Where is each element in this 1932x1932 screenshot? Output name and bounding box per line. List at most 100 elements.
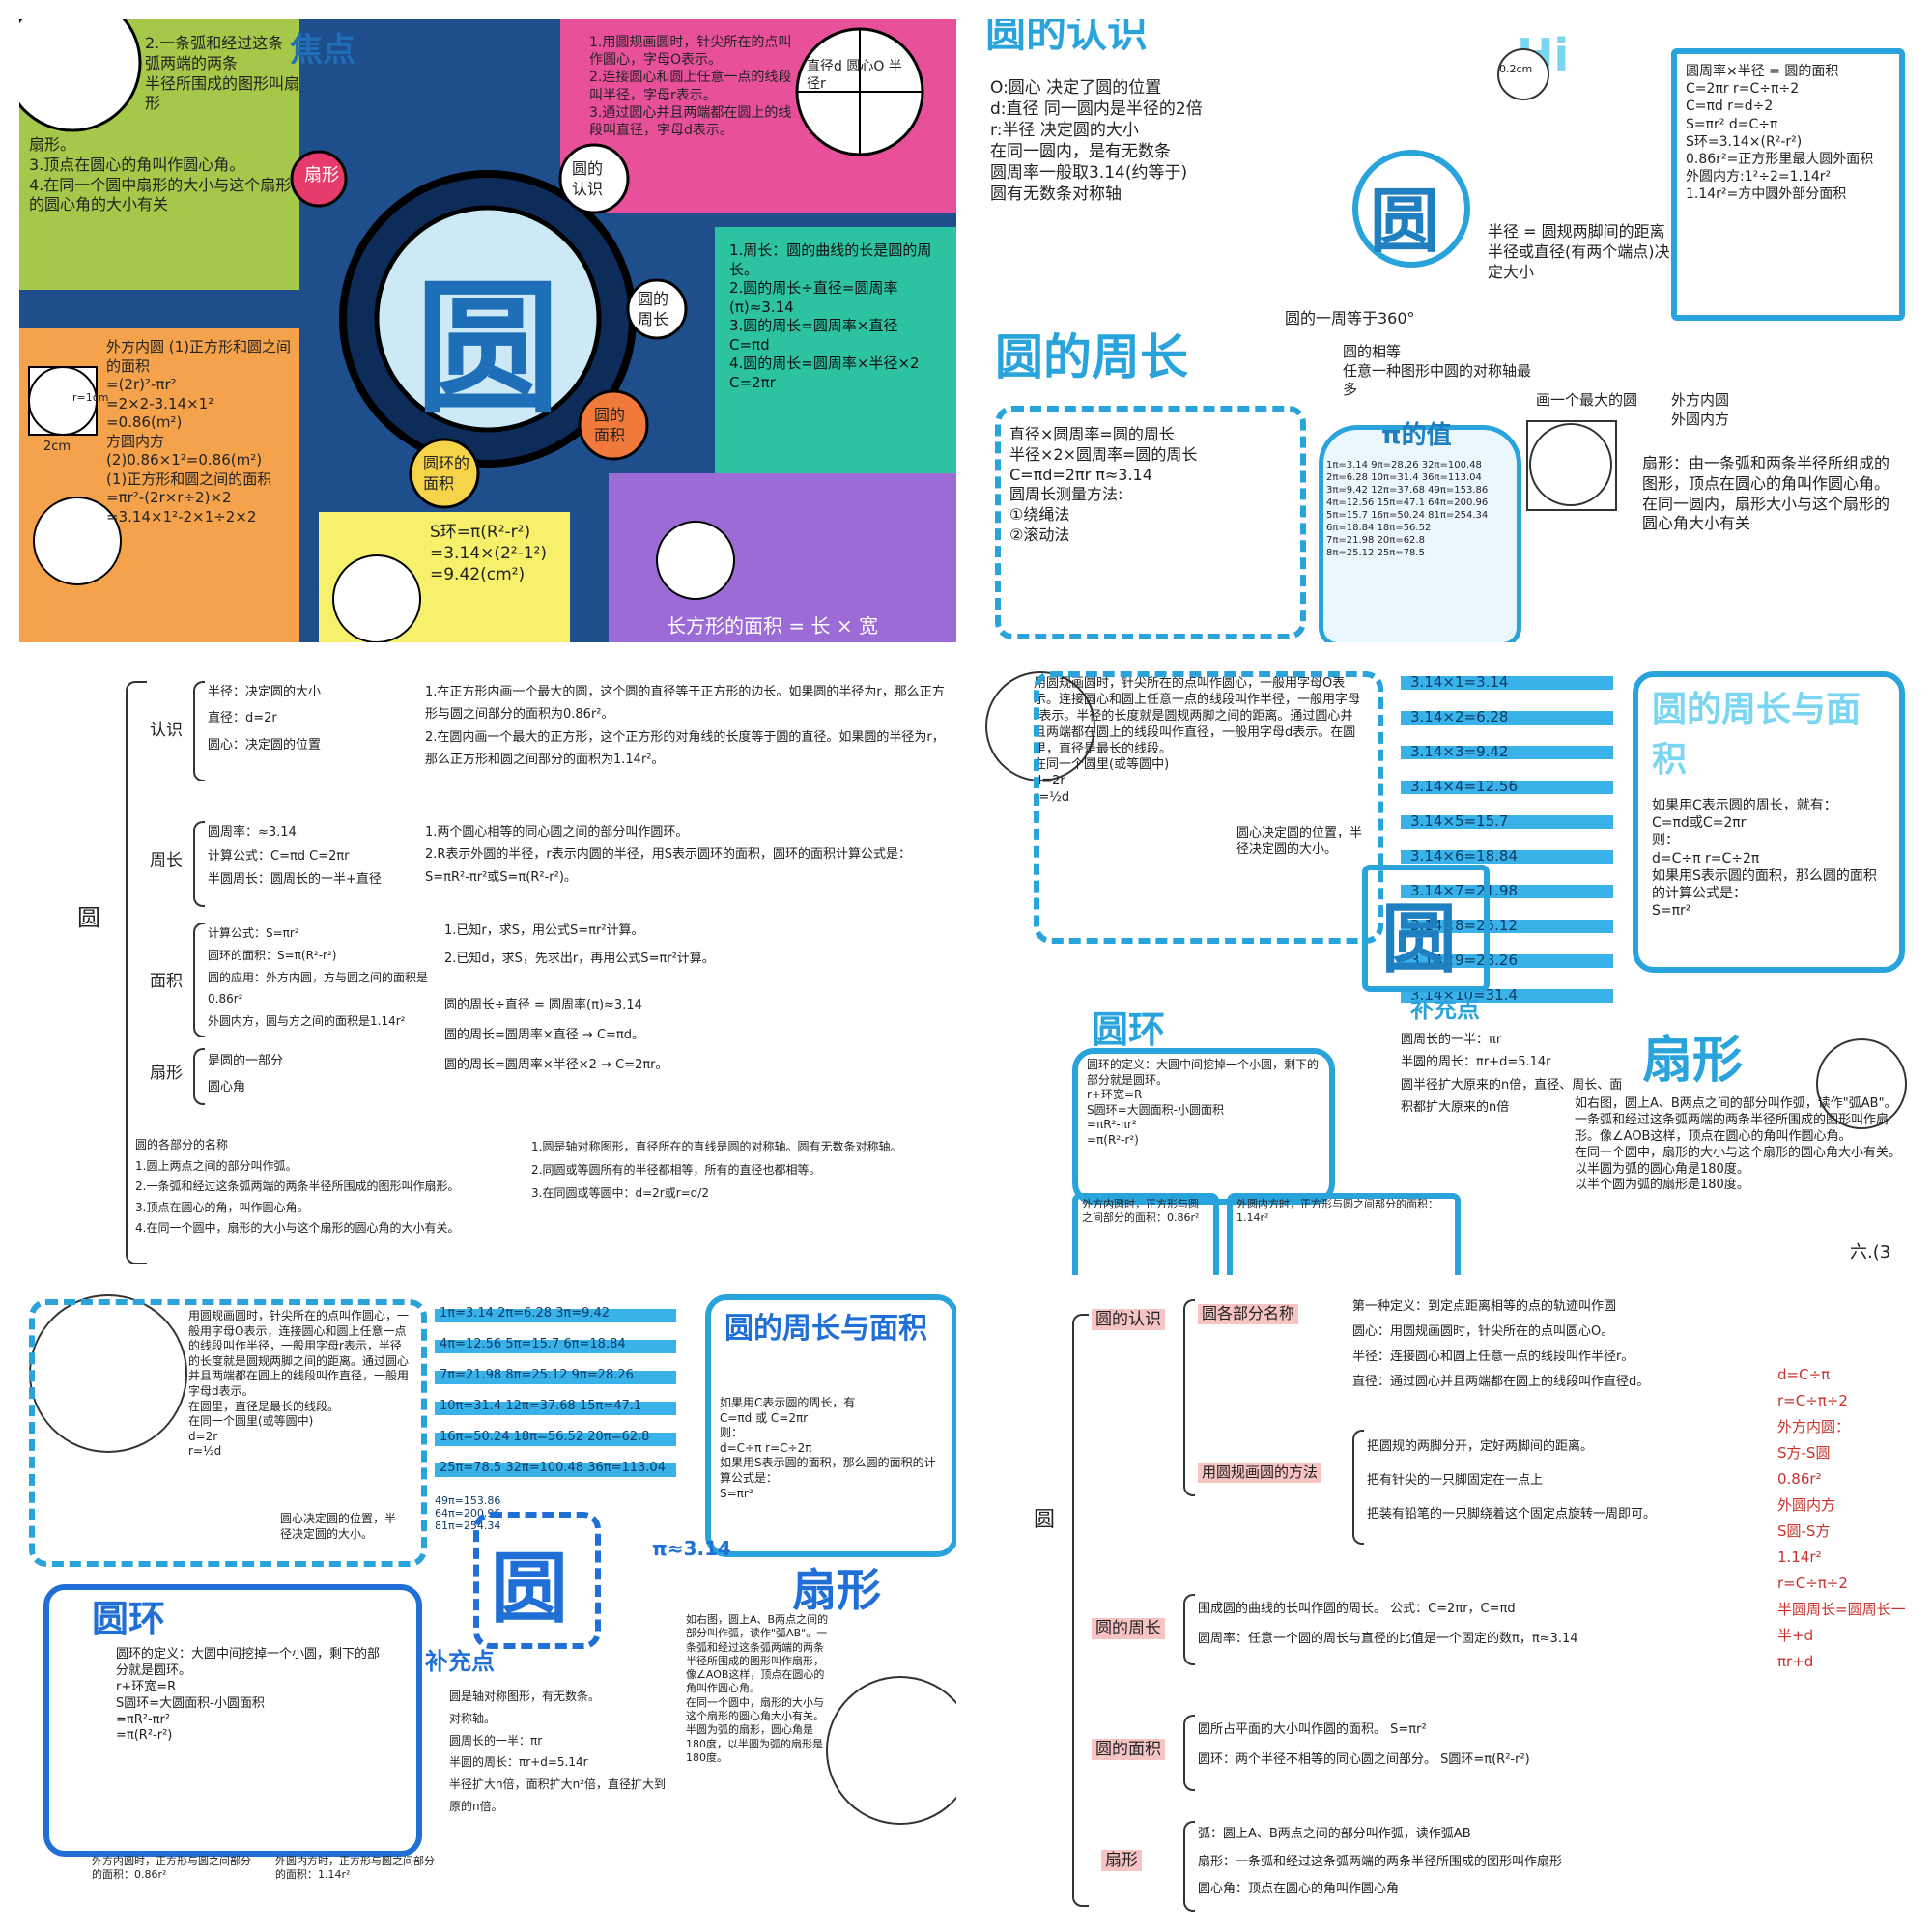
panel5-pi-list: 1π=3.14 2π=6.28 3π=9.42 4π=12.56 5π=15.7… (435, 1306, 696, 1532)
panel6-sec-brace (1183, 1821, 1195, 1912)
pi-bar: 3.14×1=3.14 (1401, 673, 1613, 691)
panel5-sector-circle (826, 1676, 956, 1825)
panel4-def-box (1034, 671, 1383, 944)
panel2-text-outer: 外方内圆 外圆内方 (1671, 391, 1730, 428)
panel3-branch-recognize: 认识 (150, 721, 183, 740)
pi-row: 3.14×4=12.56 (1410, 778, 1519, 795)
panel3-area-items: 计算公式：S=πr² 圆环的面积：S=π(R²-r²) 圆的应用：外方内圆，方与… (208, 926, 429, 1029)
panel6-main-brace (1072, 1314, 1089, 1907)
panel3-text-ring: 1.两个圆心相等的同心圆之间的部分叫作圆环。 2.R表示外圆的半径，r表示内圆的… (425, 825, 912, 885)
panel2-text-halfdiam: 半径 = 圆规两脚间的距离 半径或直径(有两个端点)决定大小 (1488, 222, 1670, 281)
pi-row: 3.14×8=25.12 (1410, 917, 1519, 934)
panel6-area-text: 圆所占平面的大小叫作圆的面积。 S=πr² 圆环：两个半径不相等的同心圆之间部分… (1198, 1722, 1530, 1768)
panel5-text-ring: 圆环的定义：大圆中间挖掉一个小圆，剩下的部分就是圆环。 r+环宽=R S圆环=大… (116, 1647, 381, 1744)
pi-row: 3.14×7=21.98 (1410, 882, 1519, 899)
panel1-topic-perimeter: 圆的周长 (638, 290, 669, 328)
pi-row: 16π=50.24 18π=56.52 20π=62.8 (440, 1430, 650, 1444)
panel1-circle-labels: 直径d 圆心O 半径r (807, 59, 902, 93)
pi-row: 25π=78.5 32π=100.48 36π=113.04 (440, 1461, 666, 1475)
panel4-center-char: 圆 (1381, 896, 1458, 983)
pi-row: 3.14×1=3.14 (1410, 673, 1509, 691)
panel4-circle-diagram (985, 671, 1095, 781)
pi-bar: 3.14×4=12.56 (1401, 778, 1613, 795)
pi-row: 10π=31.4 12π=37.68 15π=47.1 (440, 1399, 642, 1413)
panel6-b-recognize: 圆的认识 (1092, 1309, 1165, 1331)
pi-row: 3.14×6=18.84 (1410, 847, 1519, 865)
panel1-topic-area: 圆的面积 (594, 406, 626, 444)
panel5-pa-box (705, 1294, 956, 1557)
panel5-title-extra: 补充点 (425, 1648, 495, 1675)
panel1-text-ring: S环=π(R²-r²) =3.14×(2²-1²) =9.42(cm²) (430, 523, 548, 585)
panel3-rec-brace (193, 681, 205, 781)
pi-row: 3.14×2=6.28 (1410, 708, 1509, 725)
panel3-area-brace (193, 923, 205, 1037)
panel4-text-pa: 如果用C表示圆的周长，就有： C=πd或C=2πr 则： d=C÷π r=C÷2… (1652, 798, 1877, 920)
panel5-text-def2: 圆心决定圆的位置，半径决定圆的大小。 (280, 1512, 397, 1541)
panel3-text-bottom-left: 圆的各部分的名称 1.圆上两点之间的部分叫作弧。 2.一条弧和经过这条弧两端的两… (135, 1138, 460, 1236)
panel3-text-formula: 圆的周长÷直径 = 圆周率(π)≈3.14 圆的周长=圆周率×直径 → C=πd… (444, 998, 668, 1073)
panel3-main-brace (126, 681, 147, 1264)
panel2-text-def: O:圆心 决定了圆的位置 d:直径 同一圆内是半径的2倍 r:半径 决定圆的大小… (990, 78, 1203, 205)
panel6-area-brace (1183, 1715, 1195, 1791)
pi-row: 3.14×3=9.42 (1410, 743, 1509, 760)
panel1-sector-label: 扇形 (304, 165, 339, 185)
panel5-text-inner: 外圆内方时，正方形与圆之间部分的面积：1.14r² (275, 1855, 435, 1882)
panel2-center-char: 圆 (1370, 181, 1440, 262)
panel2-text-square: 画一个最大的圆 (1536, 391, 1638, 409)
panel1-label-r1: r=1cm (72, 391, 109, 404)
panel6-b-names: 圆各部分名称 (1198, 1304, 1299, 1324)
panel3-text-right-top: 1.在正方形内画一个最大的圆，这个圆的直径等于正方形的边长。如果圆的半径为r，那… (425, 685, 945, 768)
panel2-text-360: 圆的一周等于360° (1285, 309, 1415, 327)
pi-bar: 3.14×5=15.7 (1401, 812, 1613, 830)
panel4-outer-box (1072, 1193, 1219, 1275)
panel2-small-circle (1497, 48, 1549, 100)
panel2-text-sector: 扇形：由一条弧和两条半径所组成的图形，顶点在圆心的角叫作圆心角。 在同一圆内，扇… (1642, 454, 1890, 533)
pi-row: 3.14×9=28.26 (1410, 952, 1519, 969)
panel1-text-tl2: 扇形。 3.顶点在圆心的角叫作圆心角。 4.在同一个圆中扇形的大小与这个扇形的圆… (29, 135, 292, 214)
panel4-sector-circle (1816, 1038, 1907, 1129)
pi-row: 7π=21.98 8π=25.12 9π=28.26 (440, 1368, 634, 1382)
pi-row: 49π=153.86 (435, 1494, 501, 1507)
panel5-def-box (29, 1299, 427, 1567)
panel2-square-circle (1526, 420, 1617, 511)
pi-bar: 4π=12.56 5π=15.7 6π=18.84 (435, 1337, 676, 1353)
panel2-text-pi-title: π的值 (1381, 421, 1452, 450)
panel-blue-mindmap-1: 圆的认识 圆的周长 Hi 圆 O:圆心 决定了圆的位置 d:直径 同一圆内是半径… (976, 19, 1913, 642)
panel5-ring-box (43, 1584, 422, 1857)
panel3-per-items: 圆周率：≈3.14 计算公式：C=πd C=2πr 半圆周长：圆周长的一半+直径 (208, 825, 382, 888)
panel3-sec-brace (193, 1048, 205, 1105)
panel2-center-box (1352, 150, 1470, 268)
panel4-inner-box (1227, 1193, 1461, 1275)
panel3-rec-items: 半径：决定圆的大小 直径：d=2r 圆心：决定圆的位置 (208, 685, 322, 753)
panel5-center-box (473, 1512, 601, 1649)
panel2-text-perim: 直径×圆周率=圆的周长 半径×2×圆周率=圆的周长 C=πd=2πr π≈3.1… (1009, 425, 1198, 544)
pi-bar: 3.14×8=25.12 (1401, 917, 1613, 934)
panel1-text-tr: 1.用圆规画圆时，针尖所在的点叫作圆心，字母O表示。 2.连接圆心和圆上任意一点… (589, 35, 792, 138)
panel3-root: 圆 (77, 904, 100, 931)
pi-bar: 3.14×2=6.28 (1401, 708, 1613, 725)
panel6-b-draw: 用圆规画圆的方法 (1198, 1463, 1322, 1483)
panel2-text-symm: 圆的相等 任意一种图形中圆的对称轴最多 (1343, 343, 1532, 398)
panel5-title-ring: 圆环 (92, 1598, 166, 1640)
panel6-rec-brace (1183, 1299, 1195, 1496)
panel4-pi-list: 3.14×1=3.14 3.14×2=6.28 3.14×3=9.42 3.14… (1401, 673, 1613, 1024)
panel3-branch-sector: 扇形 (150, 1064, 183, 1083)
panel2-text-pi: 1π=3.14 9π=28.26 32π=100.48 2π=6.28 10π=… (1326, 460, 1489, 558)
panel1-center-char: 圆 (415, 266, 561, 434)
panel4-ring-box (1072, 1048, 1335, 1205)
panel1-text-tl: 2.一条弧和经过这条 弧两端的两条 半径所围成的图形叫扇形 (145, 34, 300, 113)
panel3-sec-items: 是圆的一部分 圆心角 (208, 1054, 284, 1095)
pi-bar: 1π=3.14 2π=6.28 3π=9.42 (435, 1306, 676, 1322)
pi-bar: 3.14×9=28.26 (1401, 952, 1613, 969)
panel4-text-liu: 六.(3 (1850, 1242, 1891, 1263)
panel-plain-mindmap: 圆 认识 半径：决定圆的大小 直径：d=2r 圆心：决定圆的位置 周长 圆周率：… (19, 662, 956, 1275)
panel-blue-mindmap-2: 用圆规画圆时，针尖所在的点叫作圆心，一般用字母O表示。连接圆心和圆上任意一点的线… (976, 662, 1913, 1275)
panel1-text-left: 外方内圆 (1)正方形和圆之间的面积 =(2r)²-πr² =2×2-3.14×… (106, 338, 292, 526)
panel2-pi-jar (1319, 425, 1521, 642)
panel5-text-extra: 圆是轴对称图形，有无数条。 对称轴。 圆周长的一半：πr 半圆的周长：πr+d=… (449, 1690, 667, 1813)
panel6-red-notes: d=C÷π r=C÷π÷2 外方内圆： S方-S圆 0.86r² 外圆内方 S圆… (1777, 1366, 1906, 1670)
panel4-text-ring: 圆环的定义：大圆中间挖掉一个小圆，剩下的部分就是圆环。 r+环宽=R S圆环=大… (1087, 1058, 1320, 1147)
panel3-per-brace (193, 821, 205, 907)
panel2-title-perimeter: 圆的周长 (995, 329, 1188, 385)
panel6-draw-text: 把圆规的两脚分开，定好两脚间的距离。 把有针尖的一只脚固定在一点上 把装有铅笔的… (1367, 1439, 1657, 1522)
